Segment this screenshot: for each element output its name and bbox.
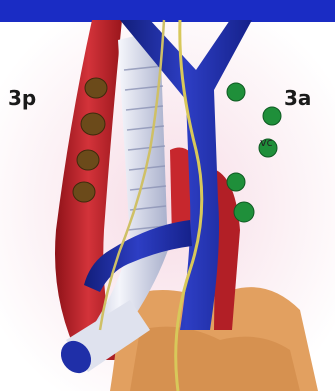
posterior-lymph-node-icon [85, 78, 107, 98]
region-label-3a: 3a [284, 88, 311, 108]
region-label-3p: 3p [8, 88, 36, 108]
anterior-lymph-node-icon [234, 202, 254, 222]
anterior-lymph-node-icon [227, 173, 245, 191]
vessel-label-vc: vc [260, 137, 273, 148]
posterior-lymph-node-icon [77, 150, 99, 170]
posterior-lymph-node-icon [73, 182, 95, 202]
posterior-lymph-node-icon [81, 113, 105, 135]
anterior-lymph-node-icon [263, 107, 281, 125]
anterior-lymph-node-icon [227, 83, 245, 101]
